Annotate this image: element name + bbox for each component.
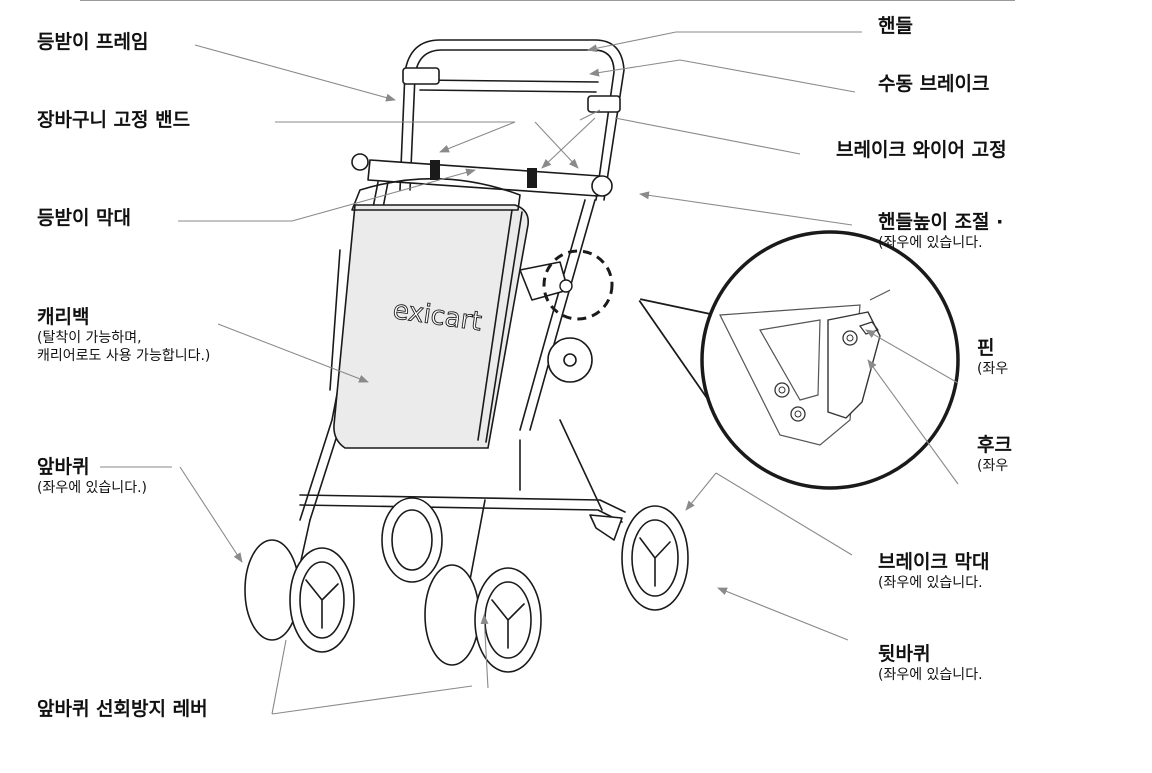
label-basket-band-title: 장바구니 고정 밴드 [37, 109, 191, 131]
label-hand-brake: 수동 브레이크 [878, 72, 1015, 102]
label-pin: 핀 (좌우 [977, 336, 1015, 384]
label-carry-bag-note-2: 캐리어로도 사용 가능합니다.) [37, 348, 211, 364]
label-carry-bag: 캐리백 (탈착이 가능하며, 캐리어로도 사용 가능합니다.) [37, 305, 210, 365]
label-hand-brake-title: 수동 브레이크 [878, 73, 990, 95]
label-front-wheel-note: (좌우에 있습니다.) [37, 480, 147, 496]
top-rule [80, 0, 1015, 1]
label-height-adjust: 핸들높이 조절 · (좌우에 있습니다. [878, 210, 1015, 258]
label-handle: 핸들 [878, 14, 1015, 44]
label-front-wheel: 앞바퀴 (좌우에 있습니다.) [37, 455, 147, 497]
front-wheel-left [244, 539, 355, 653]
label-carry-bag-title: 캐리백 [37, 306, 90, 328]
label-brake-bar-note: (좌우에 있습니다. [878, 575, 983, 591]
label-height-adjust-title: 핸들높이 조절 · [878, 211, 1004, 233]
label-brake-bar: 브레이크 막대 (좌우에 있습니다. [878, 550, 1015, 598]
label-brake-bar-title: 브레이크 막대 [878, 551, 990, 573]
label-pin-title: 핀 [977, 337, 995, 359]
leader-lines [100, 31, 959, 715]
label-carry-bag-note-1: (탈착이 가능하며, [37, 330, 142, 346]
label-rear-wheel-note: (좌우에 있습니다. [878, 667, 983, 683]
label-hook: 후크 (좌우 [977, 433, 1015, 481]
rear-wheel-right [621, 505, 689, 611]
label-backrest-bar-title: 등받이 막대 [37, 207, 132, 229]
rear-wheel-left [381, 497, 443, 583]
label-backrest-bar: 등받이 막대 [37, 206, 131, 230]
label-basket-band: 장바구니 고정 밴드 [37, 108, 190, 132]
label-backrest-frame: 등받이 프레임 [37, 30, 149, 54]
cart-illustration: exicart [244, 39, 689, 673]
front-wheel-right [424, 564, 542, 673]
label-wire-clip: 브레이크 와이어 고정 [836, 138, 1015, 168]
label-rear-wheel: 뒷바퀴 (좌우에 있습니다. [878, 642, 1015, 690]
label-wire-clip-title: 브레이크 와이어 고정 [836, 139, 1007, 161]
label-handle-title: 핸들 [878, 15, 913, 37]
label-swivel-lever: 앞바퀴 선회방지 레버 [37, 697, 208, 721]
label-height-adjust-note: (좌우에 있습니다. [878, 235, 983, 251]
label-rear-wheel-title: 뒷바퀴 [878, 643, 931, 665]
label-pin-note: (좌우 [977, 361, 1009, 377]
label-swivel-lever-title: 앞바퀴 선회방지 레버 [37, 698, 208, 720]
label-backrest-frame-title: 등받이 프레임 [37, 31, 149, 53]
label-hook-note: (좌우 [977, 458, 1009, 474]
label-front-wheel-title: 앞바퀴 [37, 456, 90, 478]
zoom-detail [638, 230, 960, 490]
label-hook-title: 후크 [977, 434, 1012, 456]
